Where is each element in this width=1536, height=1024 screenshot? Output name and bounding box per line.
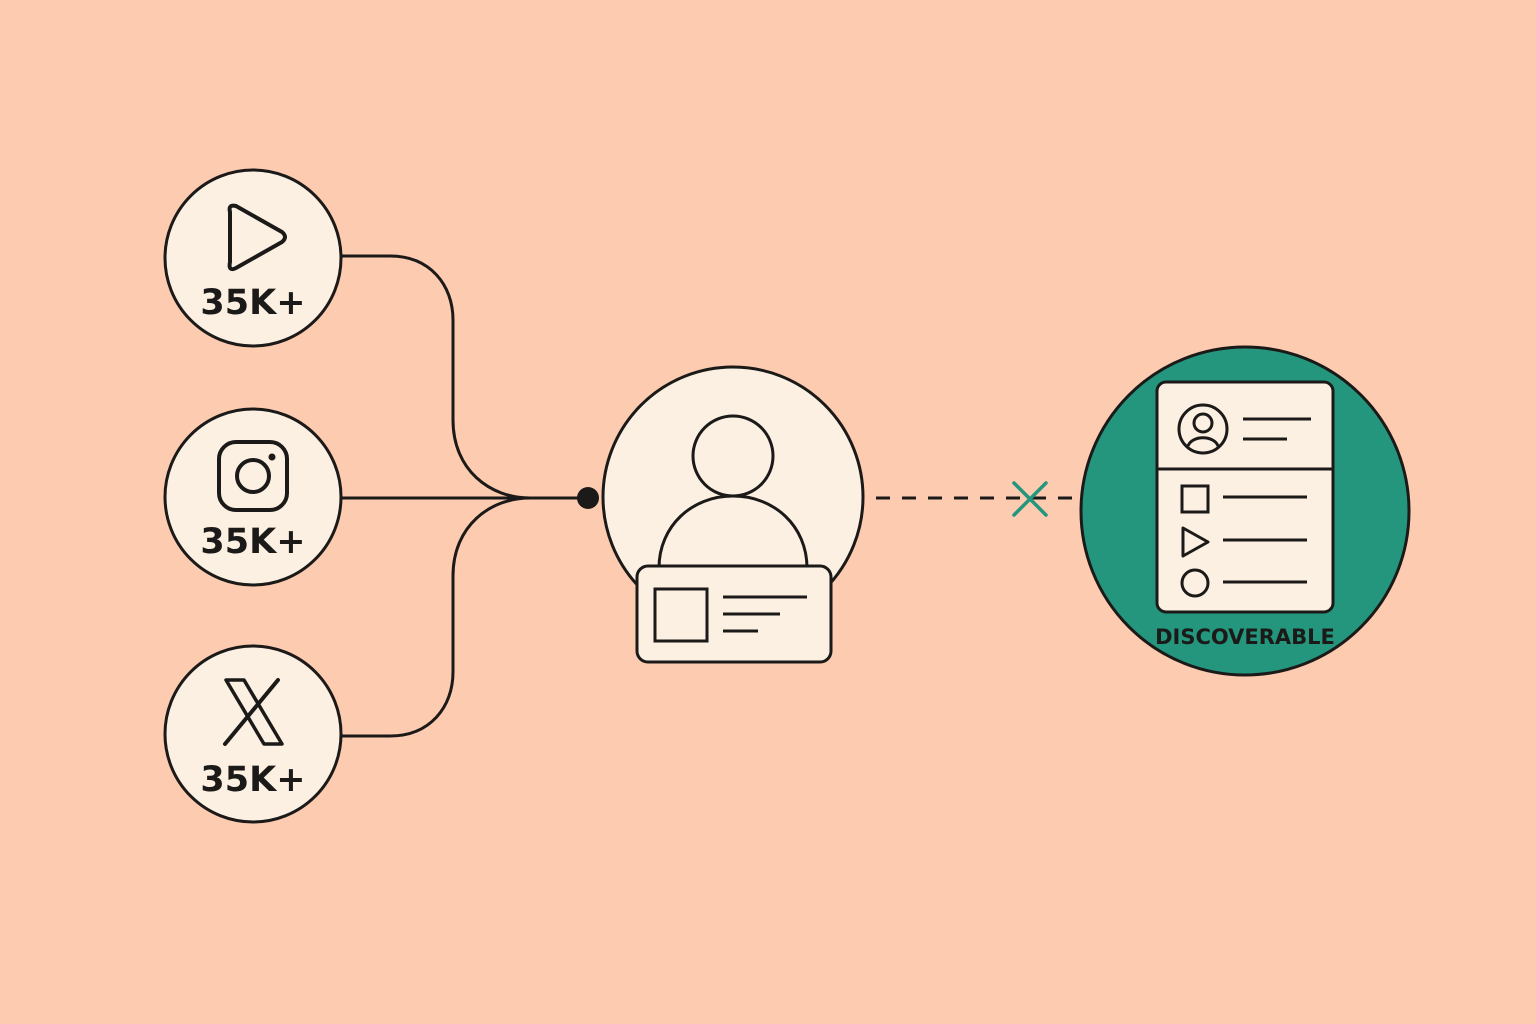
source-count: 35K+ bbox=[200, 522, 305, 562]
square-icon bbox=[1180, 484, 1210, 514]
destination-node[interactable]: DISCOVERABLE bbox=[1079, 345, 1411, 677]
triangle-icon bbox=[1181, 526, 1210, 558]
discoverable-label: DISCOVERABLE bbox=[1155, 625, 1335, 649]
cross-icon bbox=[1012, 481, 1048, 517]
profile-node[interactable] bbox=[601, 365, 865, 664]
instagram-icon bbox=[217, 440, 289, 512]
source-node-x[interactable]: 35K+ bbox=[163, 644, 343, 824]
id-card-icon bbox=[635, 564, 833, 664]
play-icon bbox=[227, 203, 287, 272]
source-connectors bbox=[341, 254, 588, 738]
source-count: 35K+ bbox=[200, 760, 305, 800]
profile-list-icon bbox=[1155, 380, 1335, 614]
user-circle-icon bbox=[1177, 403, 1229, 455]
source-count: 35K+ bbox=[200, 283, 305, 323]
source-node-instagram[interactable]: 35K+ bbox=[163, 407, 343, 587]
connector-bottom bbox=[341, 496, 531, 738]
junction-dot bbox=[577, 487, 599, 509]
circle-icon bbox=[1180, 568, 1210, 598]
connector-top bbox=[341, 254, 531, 500]
x-logo-icon bbox=[223, 678, 284, 746]
source-node-video[interactable]: 35K+ bbox=[163, 168, 343, 348]
user-avatar-icon bbox=[657, 414, 809, 570]
